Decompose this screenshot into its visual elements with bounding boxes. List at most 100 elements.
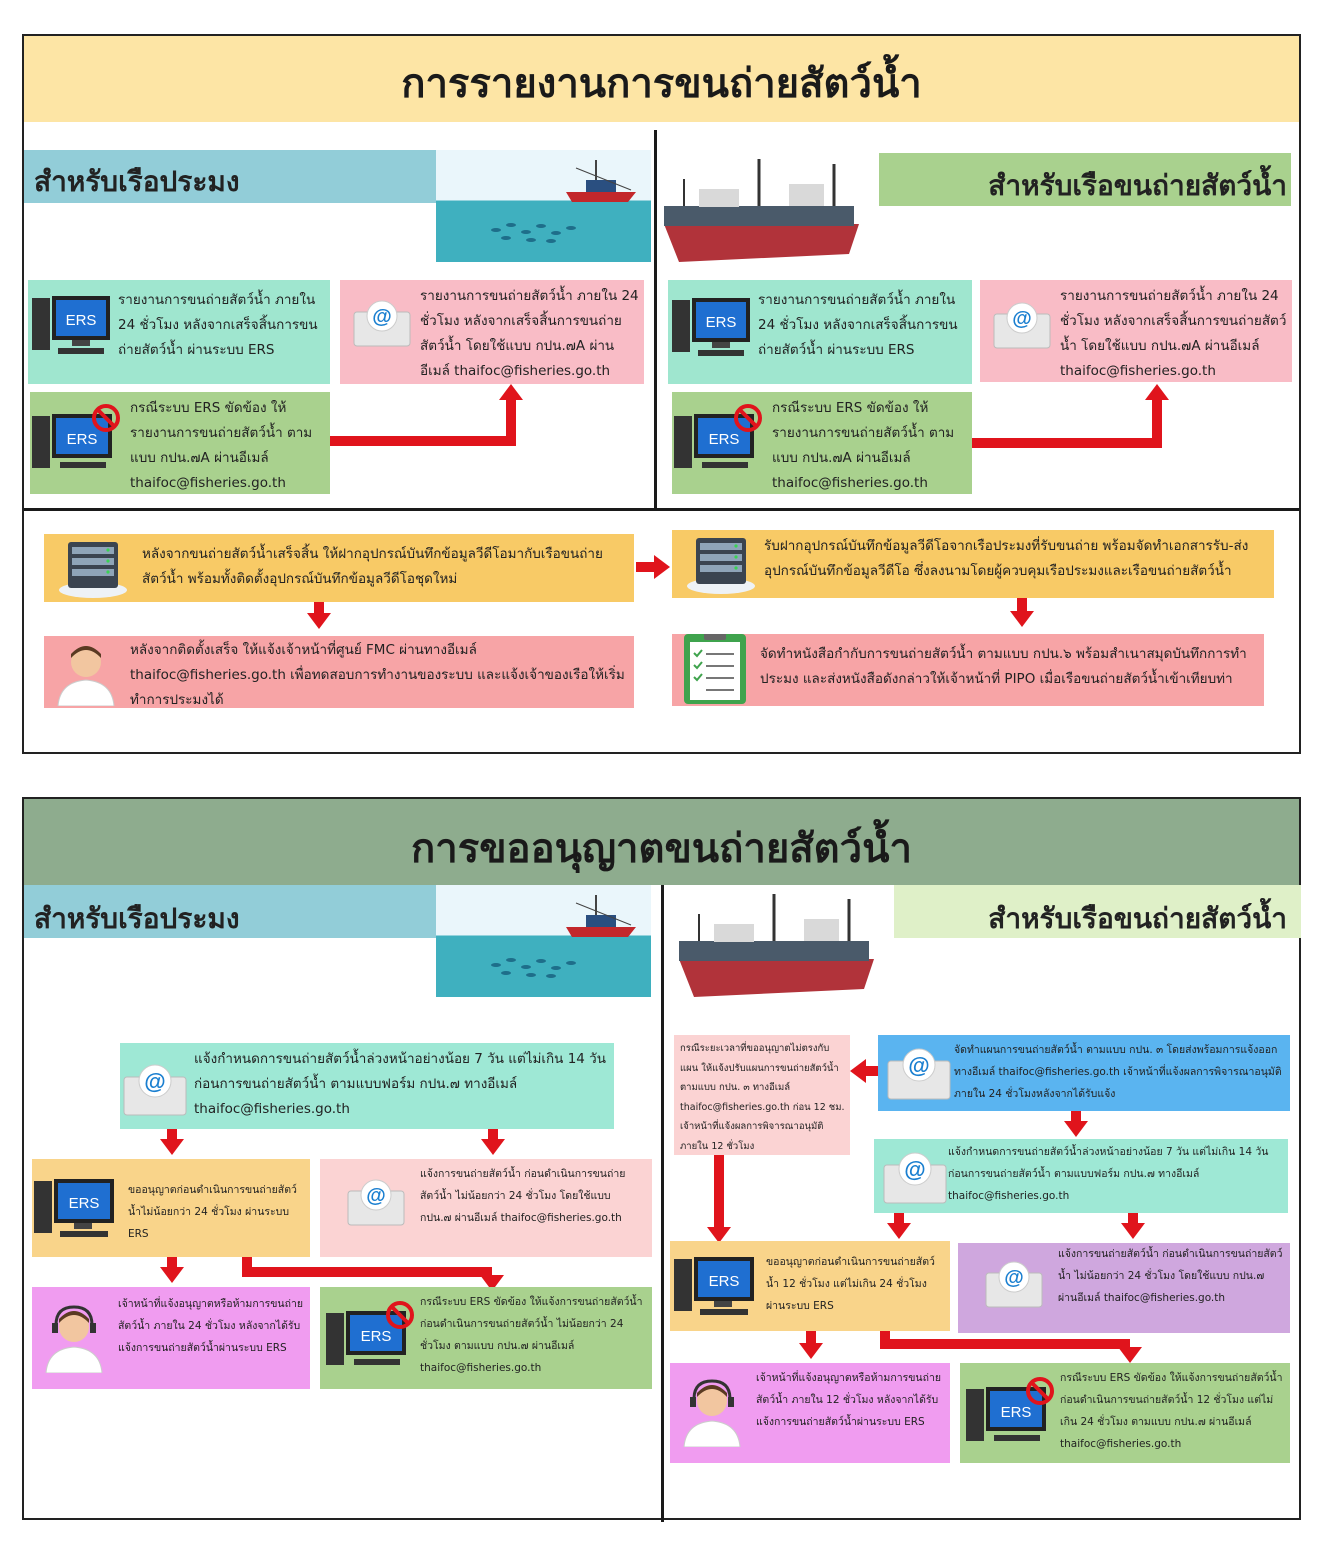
email-symbol: @ — [366, 1185, 386, 1207]
carrier-header-band — [894, 885, 1301, 938]
c-late-arrow-head — [850, 1059, 866, 1083]
f-officer-text: เจ้าหน้าที่แจ้งอนุญาตหรือห้ามการขนถ่ายสั… — [118, 1298, 304, 1354]
f-arrow-1-shaft — [167, 1129, 177, 1141]
c-arrow-4-head — [1118, 1347, 1142, 1363]
officer-headset-icon — [680, 1377, 744, 1448]
ers-label: ERS — [709, 431, 740, 448]
ers-computer-icon: ERS — [674, 1255, 756, 1319]
c-late-box: กรณีระยะเวลาที่ขออนุญาตไม่ตรงกับแผน ให้แ… — [674, 1035, 850, 1155]
ers-offline-icon: ERS — [674, 404, 766, 474]
ers-offline-icon: ERS — [32, 404, 124, 474]
f-arrow-1-head — [160, 1139, 184, 1155]
email-icon: @ — [352, 298, 412, 348]
vms-notify-text: หลังจากติดตั้งเสร็จ ให้แจ้งเจ้าหน้าที่ศู… — [130, 642, 625, 708]
fishing-ers-fail-text: กรณีระบบ ERS ขัดข้อง ให้รายงานการขนถ่ายส… — [130, 400, 313, 491]
f-arrow-3-shaft — [167, 1257, 177, 1269]
c-ers-fail-text: กรณีระบบ ERS ขัดข้อง ให้แจ้งการขนถ่ายสัต… — [1060, 1372, 1283, 1450]
c-arrow-1-shaft — [894, 1213, 904, 1225]
c-email-notify-text: แจ้งการขนถ่ายสัตว์น้ำ ก่อนดำเนินการขนถ่า… — [1058, 1248, 1283, 1304]
vms-right-arrow-shaft — [636, 562, 658, 572]
ers-offline-icon: ERS — [326, 1301, 418, 1371]
vms-down-arrow-left-head — [307, 613, 331, 629]
vms-after-box: หลังจากขนถ่ายสัตว์น้ำเสร็จสิ้น ให้ฝากอุป… — [44, 534, 634, 602]
fishing-ers-report-text: รายงานการขนถ่ายสัตว์น้ำ ภายใน 24 ชั่วโมง… — [118, 292, 318, 358]
reporting-title: การรายงานการขนถ่ายสัตว์น้ำ — [24, 36, 1299, 122]
vms-notify-box: หลังจากติดตั้งเสร็จ ให้แจ้งเจ้าหน้าที่ศู… — [44, 636, 634, 708]
email-symbol: @ — [1004, 1267, 1024, 1289]
c-email-notify-box: @ แจ้งการขนถ่ายสัตว์น้ำ ก่อนดำเนินการขนถ… — [958, 1243, 1290, 1333]
carrier-ers-fail-text: กรณีระบบ ERS ขัดข้อง ให้รายงานการขนถ่ายส… — [772, 400, 955, 491]
c-late-down-arrow-shaft — [714, 1155, 724, 1231]
officer-avatar-icon — [54, 640, 118, 707]
clipboard-icon — [680, 634, 752, 706]
f-arrow-4-vertical — [242, 1257, 252, 1273]
top-divider-horizontal — [24, 508, 1299, 511]
ers-label: ERS — [66, 312, 97, 329]
c-plan-text: จัดทำแผนการขนถ่ายสัตว์น้ำ ตามแบบ กปน. ๓ … — [954, 1044, 1282, 1100]
f-ers-permit-text: ขออนุญาตก่อนดำเนินการขนถ่ายสัตว์น้ำไม่น้… — [128, 1184, 297, 1240]
ers-offline-icon: ERS — [966, 1377, 1058, 1447]
email-icon: @ — [992, 300, 1052, 350]
c-notify-text: แจ้งกำหนดการขนถ่ายสัตว์น้ำล่วงหน้าอย่างน… — [948, 1146, 1269, 1202]
email-icon: @ — [882, 1149, 948, 1205]
ers-computer-icon: ERS — [34, 1177, 116, 1241]
carrier-header: สำหรับเรือขนถ่ายสัตว์น้ำ — [988, 902, 1287, 935]
carrier-header-band — [879, 153, 1291, 206]
reporting-panel: การรายงานการขนถ่ายสัตว์น้ำ สำหรับเรือประ… — [22, 34, 1301, 754]
doc-prepare-box: จัดทำหนังสือกำกับการขนถ่ายสัตว์น้ำ ตามแบ… — [672, 634, 1264, 706]
top-divider-vertical — [654, 130, 657, 508]
f-ers-permit-box: ERS ขออนุญาตก่อนดำเนินการขนถ่ายสัตว์น้ำไ… — [32, 1159, 310, 1257]
c-arrow-1-head — [887, 1223, 911, 1239]
c-arrow-2-shaft — [1128, 1213, 1138, 1225]
carrier-fail-arrow-head — [1145, 384, 1169, 400]
ers-label: ERS — [69, 1195, 100, 1212]
c-arrow-plan-head — [1064, 1121, 1088, 1137]
f-ers-fail-box: ERS กรณีระบบ ERS ขัดข้อง ให้แจ้งการขนถ่า… — [320, 1287, 652, 1389]
fishing-boat-icon — [436, 150, 651, 262]
c-arrow-plan-shaft — [1071, 1111, 1081, 1123]
c-ers-permit-box: ERS ขออนุญาตก่อนดำเนินการขนถ่ายสัตว์น้ำ … — [670, 1241, 950, 1331]
email-icon: @ — [984, 1259, 1044, 1309]
f-arrow-2-head — [481, 1139, 505, 1155]
c-arrow-3-shaft — [806, 1331, 816, 1345]
fishing-fail-arrow-vertical — [506, 400, 516, 446]
ers-label: ERS — [1001, 1404, 1032, 1421]
carrier-ers-report-text: รายงานการขนถ่ายสัตว์น้ำ ภายใน 24 ชั่วโมง… — [758, 292, 958, 358]
permission-panel: การขออนุญาตขนถ่ายสัตว์น้ำ สำหรับเรือประม… — [22, 797, 1301, 1522]
fishing-fail-arrow-horizontal — [330, 436, 516, 446]
fishing-email-report-box: @ รายงานการขนถ่ายสัตว์น้ำ ภายใน 24 ชั่วโ… — [340, 280, 644, 384]
email-symbol: @ — [904, 1157, 925, 1182]
vms-down-arrow-right-head — [1010, 611, 1034, 627]
bottom-divider-vertical — [661, 885, 664, 1522]
f-notify-text: แจ้งกำหนดการขนถ่ายสัตว์น้ำล่วงหน้าอย่างน… — [194, 1051, 606, 1117]
ers-computer-icon: ERS — [32, 294, 112, 358]
carrier-fail-arrow-vertical — [1152, 400, 1162, 448]
c-notify-box: @ แจ้งกำหนดการขนถ่ายสัตว์น้ำล่วงหน้าอย่า… — [874, 1139, 1288, 1213]
ers-label: ERS — [67, 431, 98, 448]
c-late-text: กรณีระยะเวลาที่ขออนุญาตไม่ตรงกับแผน ให้แ… — [680, 1043, 845, 1152]
f-arrow-2-shaft — [488, 1129, 498, 1141]
c-plan-box: @ จัดทำแผนการขนถ่ายสัตว์น้ำ ตามแบบ กปน. … — [878, 1035, 1290, 1111]
f-arrow-4-horizontal — [242, 1267, 492, 1277]
email-icon: @ — [346, 1177, 406, 1227]
fishing-ers-fail-box: ERS กรณีระบบ ERS ขัดข้อง ให้รายงานการขนถ… — [30, 392, 330, 494]
vms-receive-box: รับฝากอุปกรณ์บันทึกข้อมูลวีดีโอจากเรือปร… — [672, 530, 1274, 598]
c-late-arrow-shaft — [864, 1066, 878, 1076]
c-officer-box: เจ้าหน้าที่แจ้งอนุญาตหรือห้ามการขนถ่ายสั… — [670, 1363, 950, 1463]
server-icon — [686, 534, 756, 594]
email-symbol: @ — [372, 306, 392, 328]
fishing-boat-icon — [436, 885, 651, 997]
cargo-ship-icon — [674, 889, 884, 1001]
carrier-email-report-box: @ รายงานการขนถ่ายสัตว์น้ำ ภายใน 24 ชั่วโ… — [980, 280, 1292, 382]
carrier-fail-arrow-horizontal — [972, 438, 1162, 448]
ers-label: ERS — [706, 314, 737, 331]
carrier-header: สำหรับเรือขนถ่ายสัตว์น้ำ — [988, 169, 1287, 202]
c-officer-text: เจ้าหน้าที่แจ้งอนุญาตหรือห้ามการขนถ่ายสั… — [756, 1372, 942, 1428]
officer-headset-icon — [42, 1303, 106, 1374]
vms-down-arrow-right-shaft — [1017, 598, 1027, 612]
c-late-down-arrow-head — [707, 1227, 731, 1243]
c-ers-fail-box: ERS กรณีระบบ ERS ขัดข้อง ให้แจ้งการขนถ่า… — [960, 1363, 1290, 1463]
fishing-header: สำหรับเรือประมง — [34, 165, 240, 198]
carrier-ers-fail-box: ERS กรณีระบบ ERS ขัดข้อง ให้รายงานการขนถ… — [672, 392, 972, 494]
c-arrow-4-horizontal — [880, 1339, 1130, 1349]
